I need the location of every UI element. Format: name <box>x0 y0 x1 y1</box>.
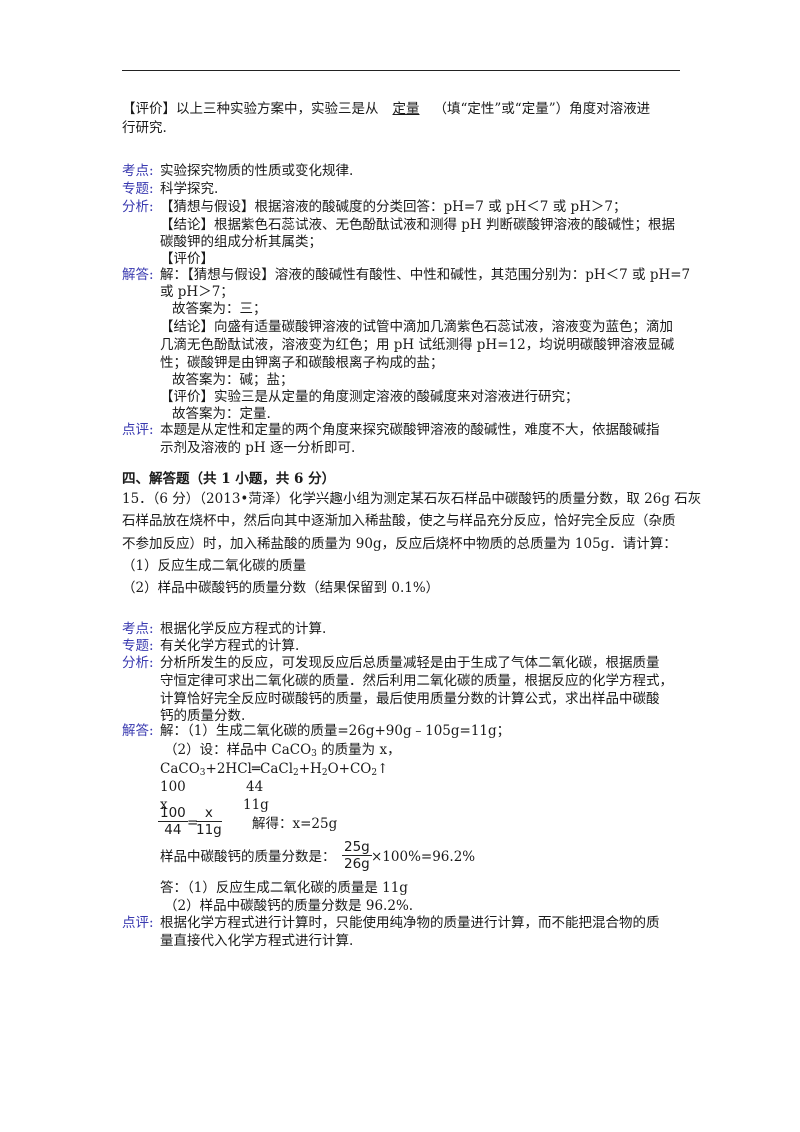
eq-part: O+CO <box>327 761 372 777</box>
step2-text: （2）设：样品中 CaCO <box>164 742 312 758</box>
eq-sign: ═ <box>251 761 260 777</box>
eq-sub: 3 <box>199 768 206 778</box>
q14-jieda-line: 几滴无色酚酞试液，溶液变为红色；用 pH 试纸测得 pH=12，均说明碳酸钾溶液… <box>160 337 675 353</box>
step2-sub: 3 <box>311 749 317 759</box>
molar-mass-co2: 44 <box>246 779 264 795</box>
frac-den: 26g <box>344 856 370 872</box>
step2-text2: 的质量为 x， <box>316 742 401 758</box>
solve-x: 解得：x=25g <box>252 816 338 832</box>
unknown-x: x <box>160 797 168 813</box>
q14-jieda-line: 性；碳酸钾是由钾离子和碳酸根离子构成的盐； <box>160 355 444 371</box>
q15-kaodian: 根据化学反应方程式的计算. <box>160 621 327 637</box>
frac-den: 11g <box>196 822 222 838</box>
eq-part: ↑ <box>377 761 389 777</box>
q14-fenxi-line: 【猜想与假设】根据溶液的酸碱度的分类回答：pH=7 或 pH＜7 或 pH＞7； <box>160 199 627 215</box>
frac-num: 25g <box>342 839 372 856</box>
q15-fenxi-label: 分析: <box>122 655 154 671</box>
eq-part: CaCO <box>160 761 200 777</box>
q15-stem-line: 不参加反应）时，加入稀盐酸的质量为 90g，反应后烧杯中物质的总质量为 105g… <box>122 536 677 552</box>
answer-line1: 答：（1）反应生成二氧化碳的质量是 11g <box>160 880 408 896</box>
eq-part: +2HCl <box>205 761 252 777</box>
q15-fenxi-line: 钙的质量分数. <box>160 708 246 724</box>
answer-line2: （2）样品中碳酸钙的质量分数是 96.2%. <box>164 898 414 914</box>
q15-dianping-label: 点评: <box>122 915 154 931</box>
q15-fenxi-line: 分析所发生的反应，可发现反应后总质量减轻是由于生成了气体二氧化碳，根据质量 <box>160 655 660 671</box>
q14-dianping-line: 本题是从定性和定量的两个角度来探究碳酸钾溶液的酸碱性，难度不大，依据酸碱指 <box>160 422 660 438</box>
q14-fenxi-line: 【结论】根据紫色石蕊试液、无色酚酞试液和测得 pH 判断碳酸钾溶液的酸碱性；根据 <box>160 217 675 233</box>
q14-jieda-line: 解：【猜想与假设】溶液的酸碱性有酸性、中性和碱性，其范围分别为：pH＜7 或 p… <box>160 267 691 283</box>
q14-fenxi-line: 【评价】 <box>160 251 214 267</box>
eq-sub: 2 <box>321 768 328 778</box>
q15-jieda-label: 解答: <box>122 723 154 739</box>
mass-co2: 11g <box>243 797 269 813</box>
q14-fenxi-line: 碳酸钾的组成分析其属类； <box>160 234 322 250</box>
q15-stem-line: 15．（6 分）（2013•菏泽）化学兴趣小组为测定某石灰石样品中碳酸钙的质量分… <box>122 491 702 507</box>
q14-jieda-line: 【结论】向盛有适量碳酸钾溶液的试管中滴加几滴紫色石蕊试液，溶液变为蓝色；滴加 <box>160 319 673 335</box>
equals-sign: = <box>187 815 199 831</box>
frac-num: 100 <box>158 805 188 822</box>
q15-step2: （2）设：样品中 CaCO3 的质量为 x， <box>164 741 401 763</box>
q15-dianping-line: 根据化学方程式进行计算时，只能使用纯净物的质量进行计算，而不能把混合物的质 <box>160 915 660 931</box>
q15-step1: 解：（1）生成二氧化碳的质量=26g+90g﹣105g=11g； <box>160 723 511 739</box>
q14-zhuanti-label: 专题: <box>122 181 154 197</box>
q15-zhuanti-label: 专题: <box>122 638 154 654</box>
q14-kaodian-label: 考点: <box>122 163 154 179</box>
frac-num: x <box>196 805 222 822</box>
q14-zhuanti: 科学探究. <box>160 181 219 197</box>
q14-jieda-line: 故答案为：三； <box>172 301 267 317</box>
q14-kaodian: 实验探究物质的性质或变化规律. <box>160 163 354 179</box>
eq-part: +H <box>298 761 322 777</box>
q14-jieda-line: 故答案为：定量. <box>172 406 271 422</box>
q15-dianping-line: 量直接代入化学方程式进行计算. <box>160 933 354 949</box>
q14-fenxi-label: 分析: <box>122 199 154 215</box>
q15-fenxi-line: 守恒定律可求出二氧化碳的质量．然后利用二氧化碳的质量，根据反应的化学方程式， <box>160 673 673 689</box>
q14-dianping-label: 点评: <box>122 422 154 438</box>
q15-fenxi-line: 计算恰好完全反应时碳酸钙的质量，最后使用质量分数的计算公式，求出样品中碳酸 <box>160 691 660 707</box>
eq-sub: 2 <box>371 768 378 778</box>
q15-kaodian-label: 考点: <box>122 621 154 637</box>
eval-prefix: 【评价】以上三种实验方案中，实验三是从 <box>122 101 379 117</box>
eval-intro-line2: 行研究. <box>122 120 167 136</box>
header-rule <box>122 70 680 71</box>
q14-jieda-line: 故答案为：碱；盐； <box>172 372 294 388</box>
chemical-equation: CaCO3+2HCl═CaCl2+H2O+CO2↑ <box>160 760 388 782</box>
percentage-result: ×100%=96.2% <box>371 849 476 865</box>
eq-sub: 2 <box>293 768 299 778</box>
percentage-label: 样品中碳酸钙的质量分数是： <box>160 849 336 865</box>
eq-part: CaCl <box>259 761 294 777</box>
q14-jieda-label: 解答: <box>122 267 154 283</box>
frac-den: 44 <box>164 822 182 838</box>
molar-mass-caco3: 100 <box>160 779 186 795</box>
q15-zhuanti: 有关化学方程式的计算. <box>160 638 300 654</box>
eval-suffix: （填“定性”或“定量”）角度对溶液进 <box>433 101 651 117</box>
q14-dianping-line: 示剂及溶液的 pH 逐一分析即可. <box>160 440 356 456</box>
q15-stem-line: （1）反应生成二氧化碳的质量 <box>122 558 307 574</box>
section-heading: 四、解答题（共 1 小题，共 6 分） <box>122 471 336 487</box>
eval-blank-answer: 定量 <box>392 101 420 117</box>
q14-jieda-line: 【评价】实验三是从定量的角度测定溶液的酸碱度来对溶液进行研究； <box>160 389 579 405</box>
q14-jieda-line: 或 pH＞7； <box>160 284 234 300</box>
eval-intro-line1: 【评价】以上三种实验方案中，实验三是从定量 （填“定性”或“定量”）角度对溶液进 <box>122 100 650 118</box>
q15-stem-line: 石样品放在烧杯中，然后向其中逐渐加入稀盐酸，使之与样品充分反应，恰好完全反应（杂… <box>122 513 676 529</box>
q15-stem-line: （2）样品中碳酸钙的质量分数（结果保留到 0.1%） <box>122 580 440 596</box>
